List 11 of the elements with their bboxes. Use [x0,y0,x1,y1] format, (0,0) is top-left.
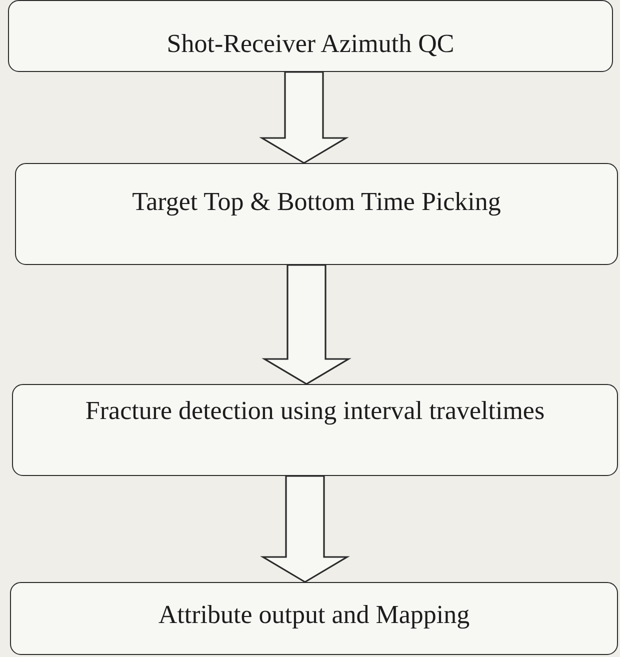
process-box [15,163,618,265]
process-box [10,582,618,655]
step-label: Target Top & Bottom Time Picking [132,186,501,218]
hollow-arrow [260,475,350,583]
hollow-arrow [259,71,349,164]
step-label: Shot-Receiver Azimuth QC [166,28,454,60]
hollow-arrow [262,264,352,385]
process-box [8,0,613,72]
process-box [12,384,618,476]
step-label: Attribute output and Mapping [158,599,470,630]
step-label: Fracture detection using interval traveltimes [85,395,545,426]
